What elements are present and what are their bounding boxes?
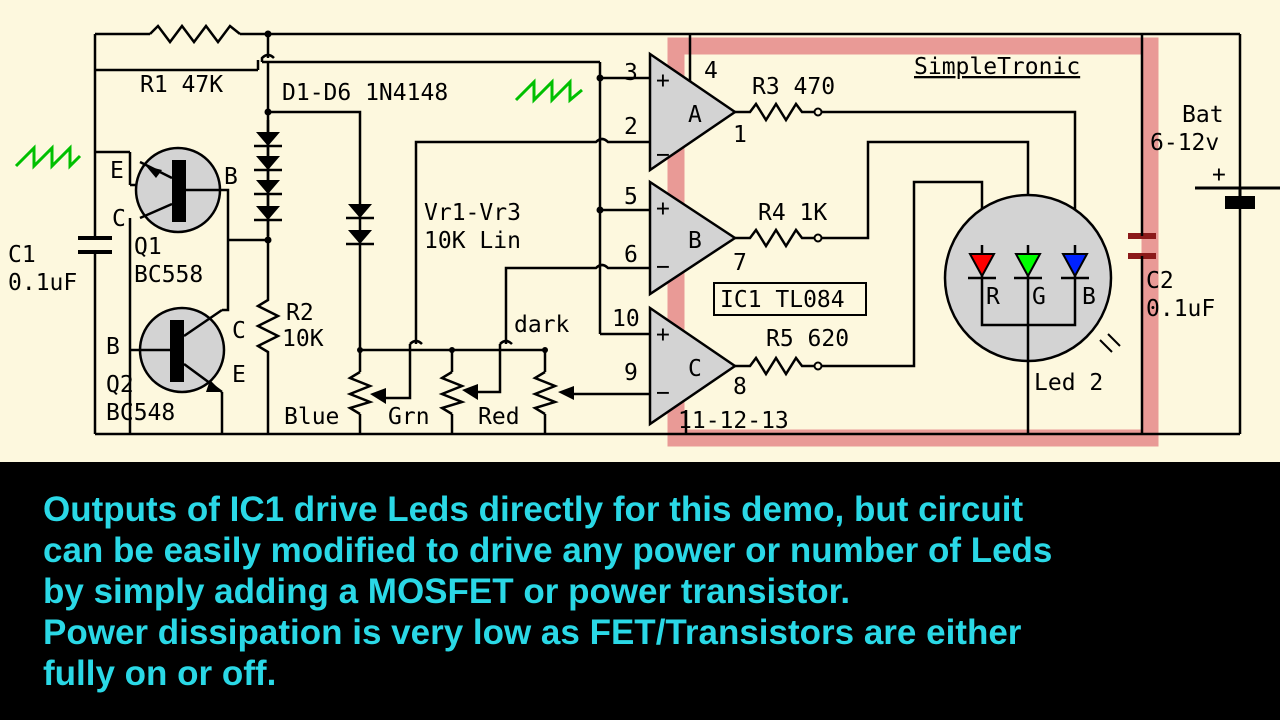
pot-blue: [346, 344, 412, 416]
q1-transistor: [134, 146, 230, 234]
c1-value: 0.1uF: [8, 270, 77, 296]
opamp-b-label: B: [688, 228, 702, 254]
c2-name: C2: [1146, 268, 1174, 294]
caption-text: Outputs of IC1 drive Leds directly for t…: [43, 489, 1268, 694]
brand-label: SimpleTronic: [914, 54, 1080, 80]
pot-value: 10K Lin: [424, 228, 521, 254]
ic1-label-box: [713, 282, 867, 316]
q1-pin-b: B: [224, 164, 238, 190]
opamp-c-minus: −: [656, 380, 670, 406]
q1-pin-c: C: [112, 206, 126, 232]
opamp-c-label: C: [688, 356, 702, 382]
opamp-b: [648, 179, 738, 297]
r5-label: R5 620: [766, 326, 849, 352]
pin-3: 3: [624, 60, 638, 86]
pin-2: 2: [624, 114, 638, 140]
caption-panel: Outputs of IC1 drive Leds directly for t…: [0, 462, 1280, 720]
circuit-schematic: R1 47K D1-D6 1N4148 C1 0.1uF E B C Q1 BC…: [8, 22, 1280, 447]
battery: [1195, 186, 1280, 209]
pin-4: 4: [704, 58, 718, 84]
led-name: Led 2: [1034, 370, 1103, 396]
r4-resistor: [735, 140, 1030, 249]
opamp-a-label: A: [688, 102, 702, 128]
pin-11-12-13: 11-12-13: [678, 408, 789, 434]
led-g-label: G: [1032, 284, 1046, 310]
diode-chain-d1-d4: [254, 120, 282, 240]
pot-blue-label: Blue: [284, 404, 339, 430]
pot-dark-label: dark: [514, 312, 570, 338]
c2-value: 0.1uF: [1146, 296, 1215, 322]
q1-pin-e: E: [110, 158, 124, 184]
caption-line: by simply adding a MOSFET or power trans…: [43, 572, 851, 611]
pot-name: Vr1-Vr3: [424, 200, 521, 226]
opamp-a-minus: −: [656, 142, 670, 168]
c1-capacitor: [78, 236, 112, 254]
caption-line: Power dissipation is very low as FET/Tra…: [43, 613, 1022, 652]
caption-line: can be easily modified to drive any powe…: [43, 531, 1053, 570]
opamp-a: [648, 51, 738, 173]
sawtooth-symbol-opamp: [514, 78, 583, 104]
r3-label: R3 470: [752, 74, 835, 100]
c2-capacitor: [1128, 34, 1156, 434]
q2-part: BC548: [106, 400, 175, 426]
r1-label: R1 47K: [140, 72, 223, 98]
pot-red: [531, 370, 650, 416]
diode-pair-d5-d6: [268, 110, 374, 350]
pin-9: 9: [624, 360, 638, 386]
bat-name: Bat: [1182, 102, 1224, 128]
pin-8: 8: [733, 374, 747, 400]
led-b-label: B: [1082, 284, 1096, 310]
pin-6: 6: [624, 242, 638, 268]
r4-label: R4 1K: [758, 200, 827, 226]
pin-1: 1: [733, 122, 747, 148]
bat-plus: +: [1212, 162, 1226, 188]
diodes-label: D1-D6 1N4148: [282, 80, 448, 106]
bat-value: 6-12v: [1150, 130, 1219, 156]
pin-7: 7: [733, 250, 747, 276]
led-r-label: R: [986, 284, 1000, 310]
pin-10: 10: [612, 306, 640, 332]
q2-pin-b: B: [106, 334, 120, 360]
q1-part: BC558: [134, 262, 203, 288]
r2-name: R2: [286, 300, 314, 326]
opamp-b-plus: +: [656, 196, 670, 222]
r3-resistor: [735, 101, 1077, 238]
r5-resistor: [735, 180, 984, 377]
pot-red-label: Red: [478, 404, 520, 430]
q2-transistor: [130, 306, 226, 394]
schematic-panel: R1 47K D1-D6 1N4148 C1 0.1uF E B C Q1 BC…: [0, 0, 1280, 462]
pot-green: [438, 344, 502, 416]
pot-green-label: Grn: [388, 404, 430, 430]
opamp-a-plus: +: [656, 68, 670, 94]
r2-resistor: [255, 240, 281, 434]
q2-pin-e: E: [232, 362, 246, 388]
q1-name: Q1: [134, 234, 162, 260]
caption-line: Outputs of IC1 drive Leds directly for t…: [43, 490, 1024, 529]
q2-pin-c: C: [232, 318, 246, 344]
r2-value: 10K: [282, 326, 324, 352]
pin-5: 5: [624, 184, 638, 210]
c1-name: C1: [8, 242, 36, 268]
r1-resistor: [149, 22, 241, 46]
ic1-label: IC1 TL084: [720, 287, 845, 313]
opamp-c-plus: +: [656, 322, 670, 348]
q2-name: Q2: [106, 372, 134, 398]
opamp-c: [648, 305, 738, 427]
opamp-b-minus: −: [656, 254, 670, 280]
sawtooth-symbol-q1: [14, 144, 82, 170]
rgb-led: [943, 193, 1121, 434]
caption-line: fully on or off.: [43, 654, 277, 693]
